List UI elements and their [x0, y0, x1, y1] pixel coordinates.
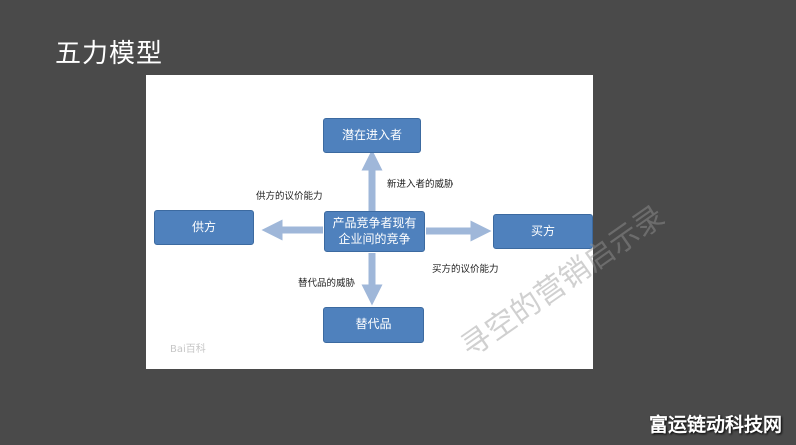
slide-title: 五力模型 — [55, 39, 164, 69]
node-suppliers: 供方 — [154, 210, 254, 245]
edge-label-buyer-power: 买方的议价能力 — [432, 264, 499, 275]
edge-label-new-entrants: 新进入者的威胁 — [387, 179, 454, 190]
corner-watermark: 富运链动科技网 — [648, 414, 782, 436]
arrows-layer — [261, 149, 492, 306]
node-buyers: 买方 — [493, 214, 593, 249]
node-potential-entrants: 潜在进入者 — [323, 118, 421, 153]
diagram-panel: 潜在进入者 供方 产品竞争者现有企业间的竞争 买方 替代品 新进入者的威胁 供方… — [146, 75, 593, 369]
baike-watermark: Bai百科 — [170, 344, 206, 355]
edge-label-substitutes: 替代品的威胁 — [298, 278, 356, 289]
node-industry-rivalry: 产品竞争者现有企业间的竞争 — [324, 211, 425, 252]
edge-label-supplier-power: 供方的议价能力 — [256, 191, 323, 202]
node-substitutes: 替代品 — [323, 307, 424, 343]
